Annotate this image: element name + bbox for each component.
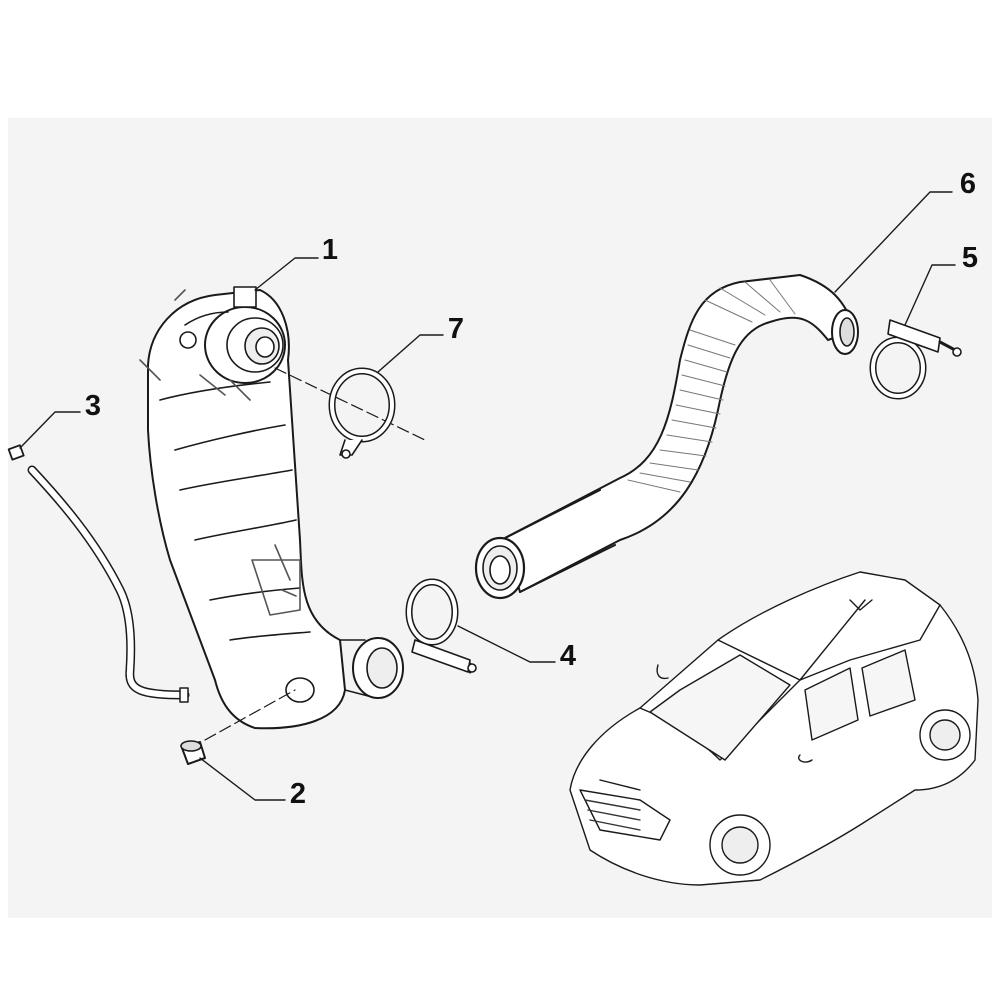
part-2-plug-icon bbox=[180, 740, 206, 765]
leader-line-3 bbox=[19, 411, 81, 449]
leader-line-4 bbox=[457, 625, 556, 663]
leader-line-5 bbox=[904, 264, 956, 326]
part-6-exhaust-pipe-icon bbox=[474, 274, 859, 600]
assembly-axis-line bbox=[274, 367, 426, 441]
assembly-axis-line bbox=[204, 689, 296, 741]
leader-lines bbox=[19, 191, 956, 801]
leader-line-2 bbox=[199, 757, 286, 801]
callout-6: 6 bbox=[959, 168, 977, 200]
leader-line-6 bbox=[834, 191, 953, 293]
part-4-clamp-icon bbox=[405, 578, 477, 674]
callout-1: 1 bbox=[321, 234, 339, 266]
callout-7: 7 bbox=[447, 313, 465, 345]
leader-line-7 bbox=[377, 334, 444, 373]
callout-4: 4 bbox=[559, 640, 577, 672]
leader-line-1 bbox=[254, 257, 319, 291]
part-1-filter-icon bbox=[139, 286, 404, 730]
callout-2: 2 bbox=[289, 778, 307, 810]
part-5-clamp-icon bbox=[869, 319, 962, 400]
part-3-hose-icon bbox=[7, 444, 190, 703]
part-7-clamp-icon bbox=[328, 367, 396, 459]
callout-5: 5 bbox=[961, 242, 979, 274]
callout-3: 3 bbox=[84, 390, 102, 422]
vehicle-silhouette-icon bbox=[569, 571, 979, 886]
